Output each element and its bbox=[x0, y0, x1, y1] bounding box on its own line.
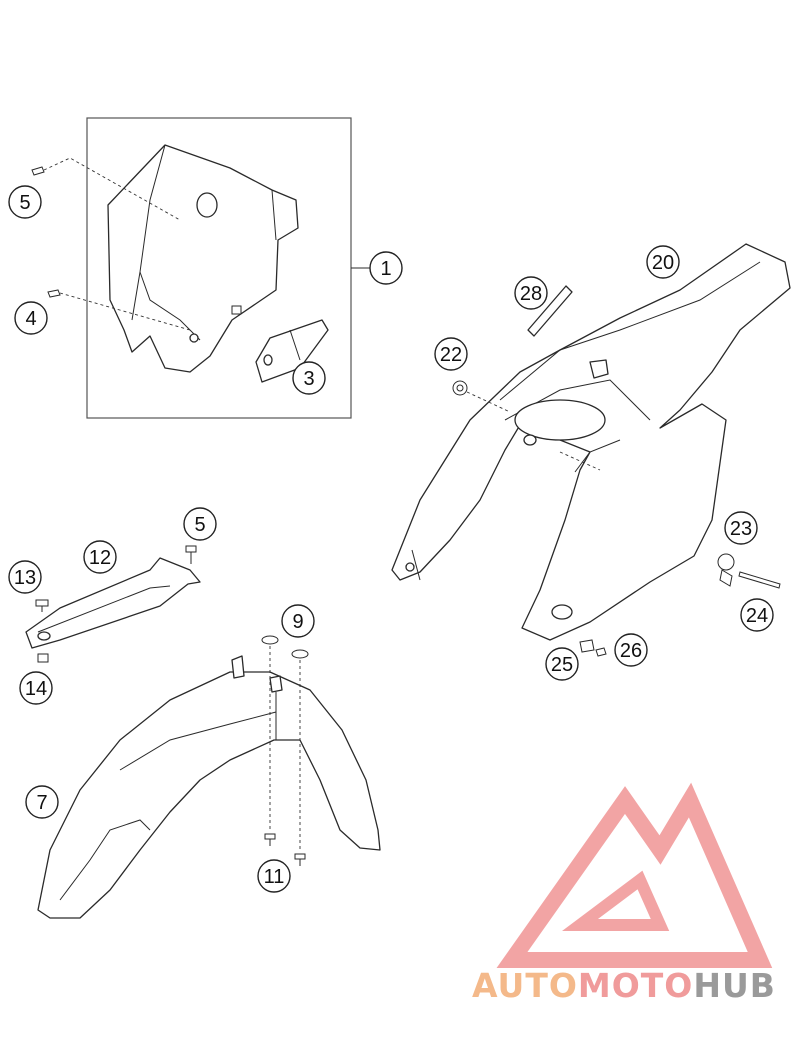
part-12-bracket bbox=[25, 557, 201, 649]
callout-label: 12 bbox=[89, 547, 111, 569]
callout-label: 11 bbox=[264, 866, 285, 888]
callout-circle bbox=[83, 540, 117, 574]
watermark-part-3: HUB bbox=[693, 966, 776, 1005]
callout-c7: 7 bbox=[25, 785, 59, 819]
callout-c25: 25 bbox=[545, 647, 579, 681]
callout-circle bbox=[514, 276, 548, 310]
callout-label: 13 bbox=[14, 567, 36, 589]
callout-label: 22 bbox=[440, 344, 462, 366]
callout-label: 20 bbox=[652, 252, 674, 274]
callout-circle bbox=[434, 337, 468, 371]
callout-circle bbox=[8, 185, 42, 219]
callout-c23: 23 bbox=[724, 511, 758, 545]
callout-label: 25 bbox=[551, 654, 573, 676]
callout-label: 23 bbox=[730, 518, 752, 540]
callout-circle bbox=[740, 598, 774, 632]
bolt-11-right bbox=[294, 853, 306, 866]
callout-c14: 14 bbox=[19, 671, 53, 705]
callout-c20: 20 bbox=[646, 245, 680, 279]
callout-circle bbox=[14, 301, 48, 335]
callout-circle bbox=[724, 511, 758, 545]
callout-label: 5 bbox=[194, 514, 205, 536]
washer-25 bbox=[579, 639, 595, 653]
callout-c9: 9 bbox=[281, 604, 315, 638]
callout-c1: 1 bbox=[369, 251, 403, 285]
callout-c11: 11 bbox=[257, 859, 291, 893]
washer-9-right bbox=[291, 649, 309, 659]
callout-c5b: 5 bbox=[183, 507, 217, 541]
nut-14 bbox=[37, 653, 49, 663]
front-number-plate bbox=[107, 144, 299, 373]
callout-label: 28 bbox=[520, 283, 542, 305]
screw-4 bbox=[47, 289, 61, 298]
rear-fender bbox=[391, 243, 791, 641]
callout-c4: 4 bbox=[14, 301, 48, 335]
callout-c13: 13 bbox=[8, 560, 42, 594]
washer-9-left bbox=[261, 635, 279, 645]
callout-circle bbox=[183, 507, 217, 541]
callout-label: 5 bbox=[19, 192, 30, 214]
callout-label: 7 bbox=[36, 792, 47, 814]
part-3-cover bbox=[255, 319, 329, 383]
bolt-11-left bbox=[264, 833, 276, 846]
callout-label: 14 bbox=[25, 678, 47, 700]
callout-c12: 12 bbox=[83, 540, 117, 574]
screw-13 bbox=[35, 599, 49, 612]
front-fender bbox=[37, 655, 381, 919]
screw-26 bbox=[595, 647, 607, 657]
watermark-part-2: MOTO bbox=[577, 966, 694, 1005]
callout-label: 9 bbox=[292, 611, 303, 633]
callout-circle bbox=[19, 671, 53, 705]
nut-22 bbox=[452, 380, 468, 396]
callout-c24: 24 bbox=[740, 598, 774, 632]
watermark-logo: AUTOMOTOHUB bbox=[472, 966, 792, 1005]
bolt-23-24 bbox=[717, 553, 781, 589]
callout-circle bbox=[25, 785, 59, 819]
watermark-emblem bbox=[496, 782, 773, 968]
callout-label: 3 bbox=[303, 368, 314, 390]
screw-5-top bbox=[31, 166, 45, 176]
callout-label: 1 bbox=[380, 258, 391, 280]
callout-circle bbox=[614, 633, 648, 667]
part-28-strip bbox=[527, 285, 573, 337]
watermark-part-1: AUTO bbox=[472, 966, 578, 1005]
callout-circle bbox=[281, 604, 315, 638]
callout-circle bbox=[257, 859, 291, 893]
callout-c3: 3 bbox=[292, 361, 326, 395]
callout-circle bbox=[8, 560, 42, 594]
callout-circle bbox=[292, 361, 326, 395]
callout-circle bbox=[369, 251, 403, 285]
callout-label: 24 bbox=[746, 605, 768, 627]
callout-c28: 28 bbox=[514, 276, 548, 310]
callout-circle bbox=[646, 245, 680, 279]
callout-label: 4 bbox=[25, 308, 36, 330]
callout-c26: 26 bbox=[614, 633, 648, 667]
screw-5-bracket bbox=[185, 545, 197, 564]
callout-c22: 22 bbox=[434, 337, 468, 371]
callout-c5a: 5 bbox=[8, 185, 42, 219]
callout-label: 26 bbox=[620, 640, 642, 662]
callout-circle bbox=[545, 647, 579, 681]
